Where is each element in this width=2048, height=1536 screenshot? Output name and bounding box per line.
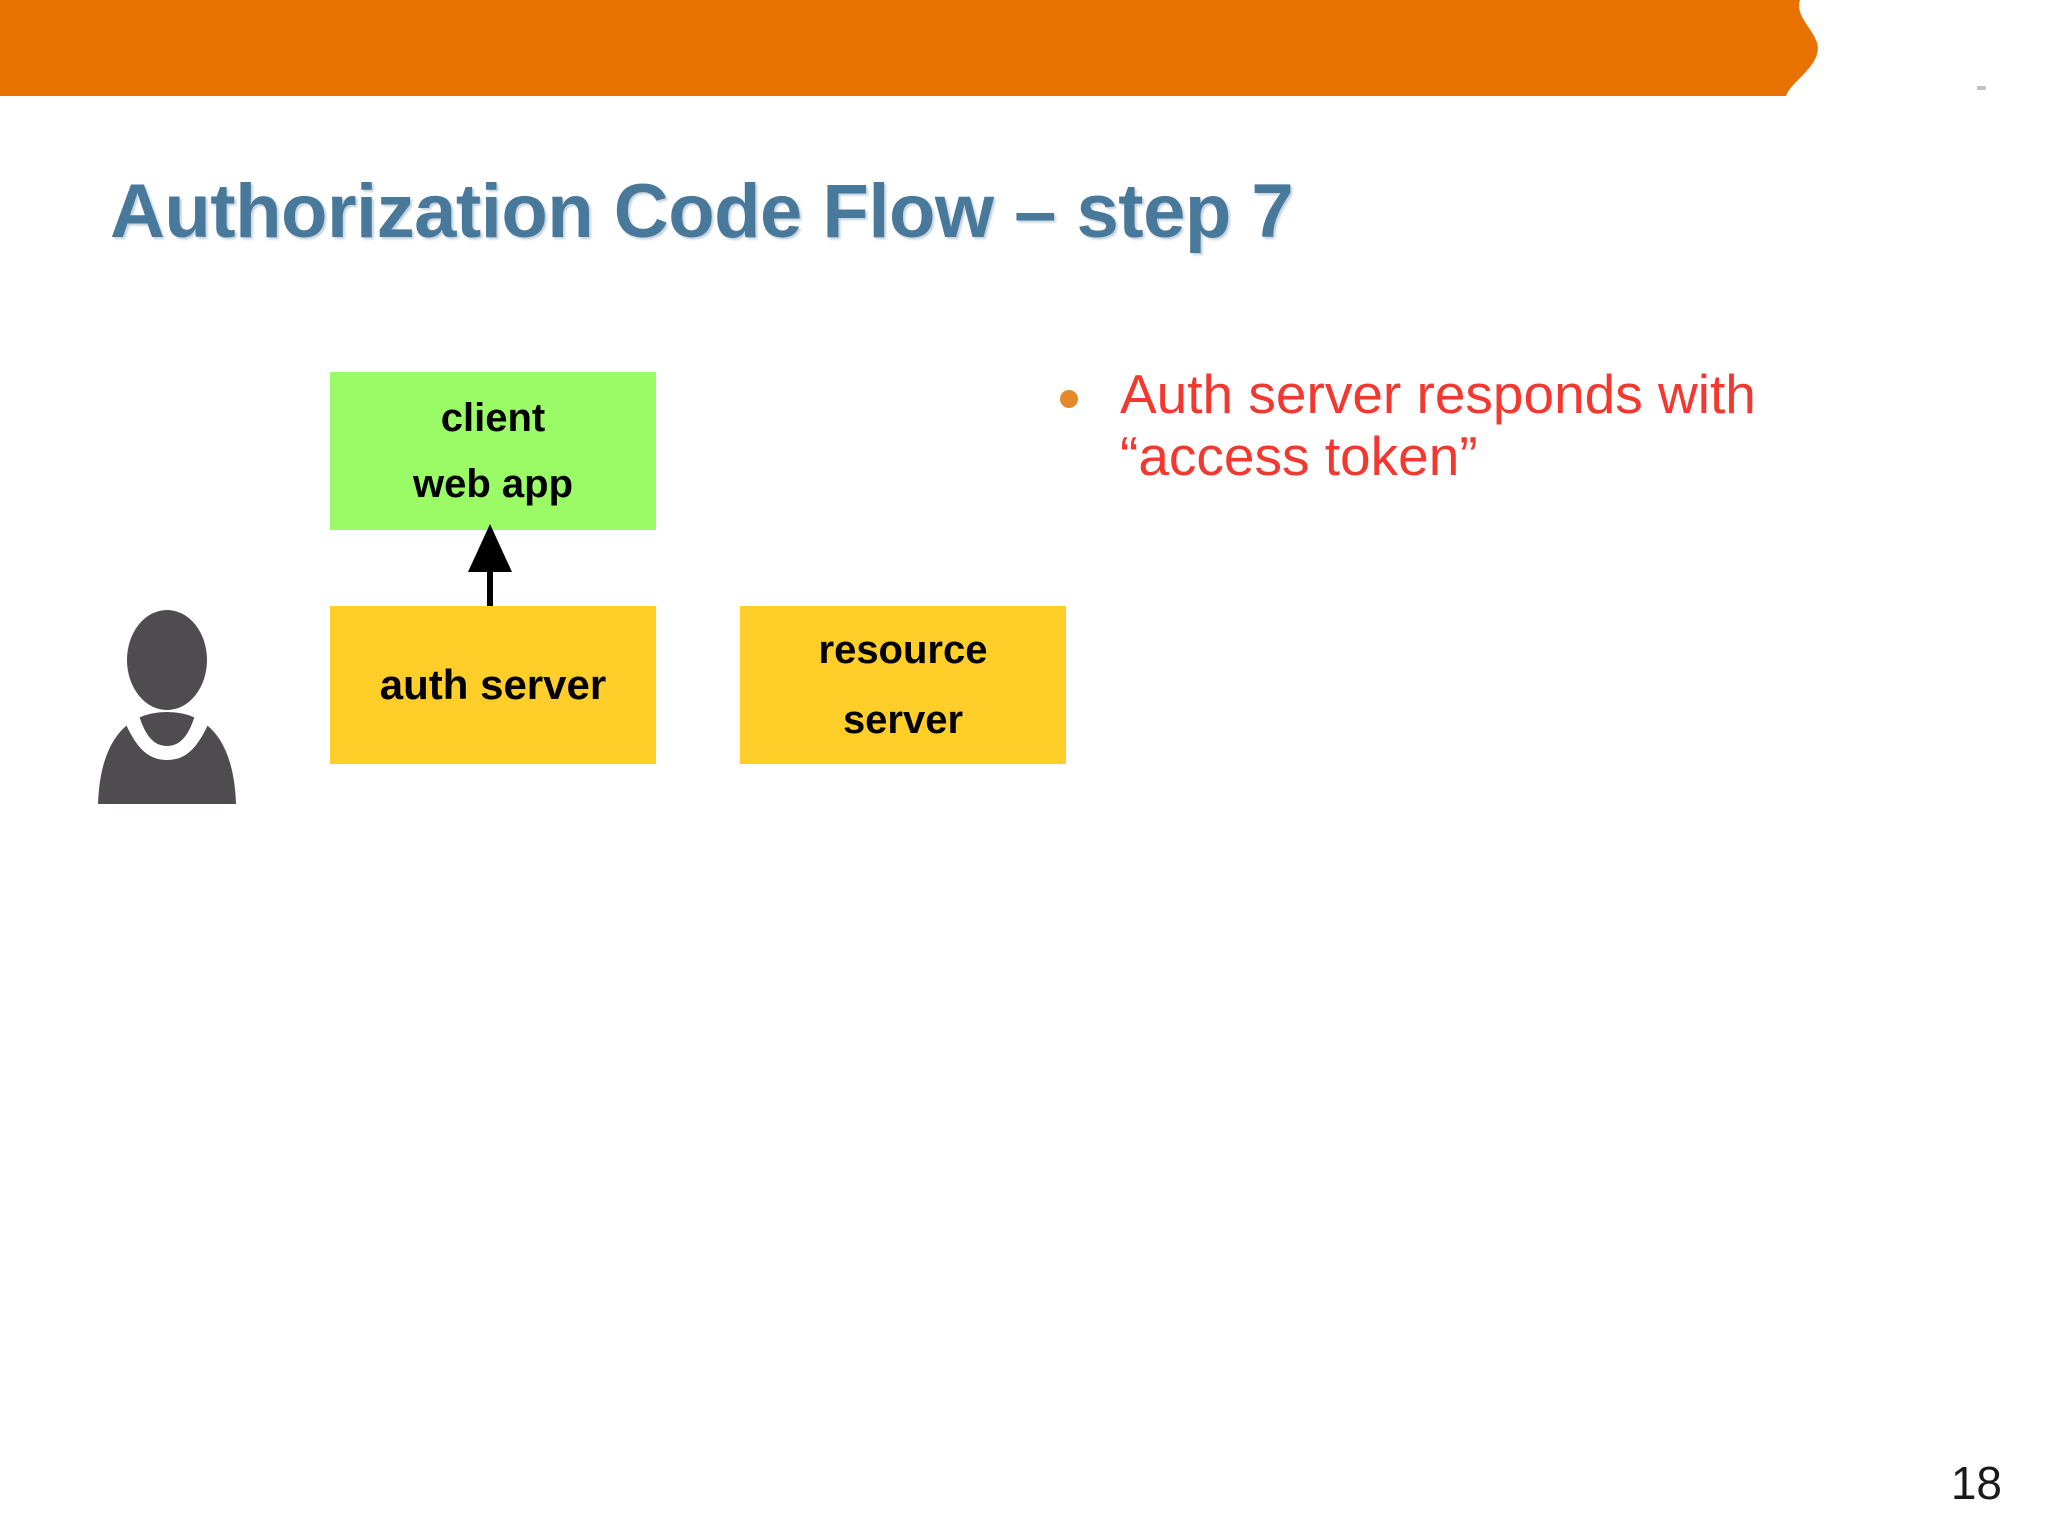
node-client-web-app[interactable]: client web app bbox=[330, 372, 656, 530]
node-resource-server[interactable]: resource server bbox=[740, 606, 1066, 764]
header-speck-mark bbox=[1977, 86, 1986, 90]
node-resource-server-line-1: resource bbox=[818, 628, 988, 672]
bullet-item-text: Auth server responds with “access token” bbox=[1120, 363, 1756, 487]
bullet-list: Auth server responds with “access token” bbox=[1060, 363, 1920, 487]
person-silhouette-icon bbox=[92, 608, 242, 806]
node-auth-server[interactable]: auth server bbox=[330, 606, 656, 764]
page-number: 18 bbox=[1950, 1457, 2002, 1509]
node-client-web-app-line-2: web app bbox=[412, 462, 574, 506]
node-client-web-app-line-1: client bbox=[440, 396, 546, 440]
node-resource-server-line-2: server bbox=[842, 698, 964, 742]
arrow-up-icon bbox=[455, 524, 525, 616]
bullet-dot-icon bbox=[1060, 390, 1078, 408]
header-banner bbox=[0, 0, 1850, 96]
node-auth-server-line-1: auth server bbox=[379, 660, 607, 708]
page-title: Authorization Code Flow – step 7 bbox=[110, 169, 1294, 254]
list-item: Auth server responds with “access token” bbox=[1060, 363, 1920, 487]
